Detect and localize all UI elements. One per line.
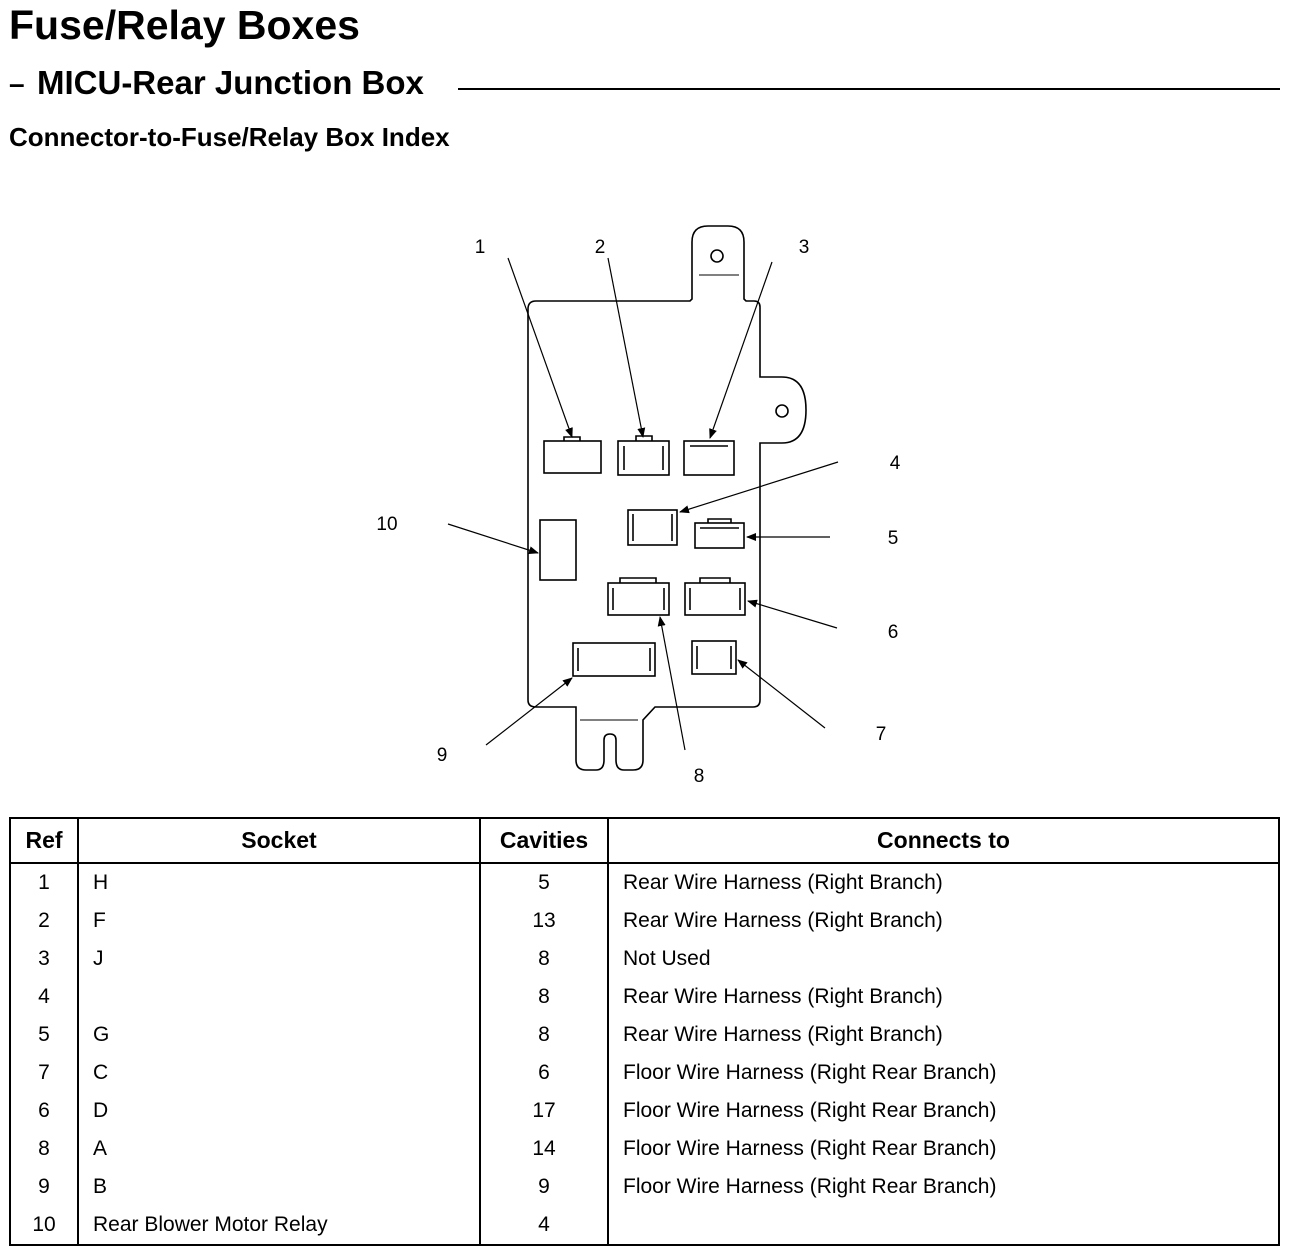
table-row: 2 F 13 Rear Wire Harness (Right Branch) — [10, 902, 1279, 940]
cell-socket: J — [77, 940, 480, 978]
leader-4 — [679, 461, 839, 514]
cell-ref: 3 — [38, 947, 50, 970]
cell-socket: C — [77, 1054, 480, 1092]
cell-connects-to: Floor Wire Harness (Right Rear Branch) — [607, 1130, 1279, 1168]
table-row: 10 Rear Blower Motor Relay 4 — [10, 1206, 1279, 1245]
callout-5: 5 — [888, 528, 899, 549]
header-connects-to: Connects to — [607, 818, 1279, 864]
callout-7: 7 — [876, 724, 887, 745]
cell-connects-to: Floor Wire Harness (Right Rear Branch) — [607, 1092, 1279, 1130]
table-row: 9 B 9 Floor Wire Harness (Right Rear Bra… — [10, 1168, 1279, 1206]
leader-1 — [507, 257, 573, 438]
table-row: 4 8 Rear Wire Harness (Right Branch) — [10, 978, 1279, 1016]
leader-3 — [709, 261, 773, 439]
cell-ref: 7 — [38, 1061, 50, 1084]
leader-8 — [657, 616, 686, 751]
subtitle-rule — [458, 88, 1280, 90]
cell-cavities: 4 — [479, 1206, 608, 1245]
cell-connects-to: Rear Wire Harness (Right Branch) — [607, 902, 1279, 940]
cell-cavities: 5 — [479, 863, 608, 902]
cell-cavities: 8 — [479, 1016, 608, 1054]
cell-socket: B — [77, 1168, 480, 1206]
header-ref: Ref — [10, 818, 78, 864]
subtitle: MICU-Rear Junction Box — [37, 64, 424, 101]
leader-2 — [607, 257, 646, 438]
subtitle-dash: – — [9, 68, 25, 99]
socket-6-connector — [684, 577, 746, 616]
header-socket: Socket — [77, 818, 480, 864]
mount-hole-right — [775, 404, 789, 418]
mount-hole-top — [710, 249, 724, 263]
leader-10 — [447, 523, 539, 555]
cell-socket — [77, 978, 480, 1016]
cell-connects-to: Rear Wire Harness (Right Branch) — [607, 1016, 1279, 1054]
cell-ref: 4 — [38, 985, 50, 1008]
cell-cavities: 6 — [479, 1054, 608, 1092]
cell-ref: 1 — [38, 871, 50, 894]
leader-9 — [485, 677, 573, 746]
table-row: 3 J 8 Not Used — [10, 940, 1279, 978]
socket-10-relay — [539, 519, 577, 581]
cell-ref: 6 — [38, 1099, 50, 1122]
callout-9: 9 — [437, 745, 448, 766]
cell-cavities: 9 — [479, 1168, 608, 1206]
cell-socket: Rear Blower Motor Relay — [77, 1206, 480, 1245]
cell-ref: 5 — [38, 1023, 50, 1046]
callout-10: 10 — [376, 514, 397, 535]
cell-connects-to: Rear Wire Harness (Right Branch) — [607, 978, 1279, 1016]
socket-5-connector — [694, 518, 745, 549]
socket-2-connector — [617, 435, 670, 476]
connector-index-table: Ref Socket Cavities Connects to 1 H 5 Re… — [9, 817, 1280, 1246]
cell-cavities: 14 — [479, 1130, 608, 1168]
cell-cavities: 8 — [479, 978, 608, 1016]
socket-9-connector — [572, 642, 656, 677]
cell-socket: G — [77, 1016, 480, 1054]
cell-ref: 9 — [38, 1175, 50, 1198]
cell-connects-to: Floor Wire Harness (Right Rear Branch) — [607, 1168, 1279, 1206]
leader-6 — [747, 599, 838, 629]
socket-4-connector — [627, 509, 678, 546]
cell-socket: H — [77, 863, 480, 902]
junction-box-outline — [527, 225, 807, 771]
callout-4: 4 — [890, 453, 901, 474]
cell-ref: 8 — [38, 1137, 50, 1160]
cell-cavities: 8 — [479, 940, 608, 978]
leader-7 — [737, 659, 826, 729]
socket-7-connector — [691, 640, 737, 675]
cell-socket: D — [77, 1092, 480, 1130]
callout-2: 2 — [595, 237, 606, 258]
cell-cavities: 13 — [479, 902, 608, 940]
subtitle-row: – MICU-Rear Junction Box — [9, 64, 1281, 104]
table-row: 1 H 5 Rear Wire Harness (Right Branch) — [10, 863, 1279, 902]
cell-connects-to — [607, 1206, 1279, 1245]
junction-box-diagram: 1 2 3 4 5 6 7 8 9 10 — [376, 225, 901, 787]
cell-connects-to: Not Used — [607, 940, 1279, 978]
cell-connects-to: Floor Wire Harness (Right Rear Branch) — [607, 1054, 1279, 1092]
table-row: 6 D 17 Floor Wire Harness (Right Rear Br… — [10, 1092, 1279, 1130]
page-title: Fuse/Relay Boxes — [9, 2, 360, 48]
table-row: 7 C 6 Floor Wire Harness (Right Rear Bra… — [10, 1054, 1279, 1092]
cell-ref: 10 — [32, 1213, 56, 1236]
socket-1-connector — [543, 436, 602, 474]
cell-socket: A — [77, 1130, 480, 1168]
socket-8-connector — [607, 577, 670, 616]
callout-6: 6 — [888, 622, 899, 643]
table-row: 8 A 14 Floor Wire Harness (Right Rear Br… — [10, 1130, 1279, 1168]
header-cavities: Cavities — [479, 818, 608, 864]
section-title: Connector-to-Fuse/Relay Box Index — [9, 122, 450, 152]
cell-ref: 2 — [38, 909, 50, 932]
cell-socket: F — [77, 902, 480, 940]
table-header-row: Ref Socket Cavities Connects to — [10, 818, 1279, 864]
callout-1: 1 — [475, 237, 486, 258]
cell-connects-to: Rear Wire Harness (Right Branch) — [607, 863, 1279, 902]
callout-3: 3 — [799, 237, 810, 258]
socket-3-connector — [683, 440, 735, 476]
table-row: 5 G 8 Rear Wire Harness (Right Branch) — [10, 1016, 1279, 1054]
cell-cavities: 17 — [479, 1092, 608, 1130]
callout-8: 8 — [694, 766, 705, 787]
